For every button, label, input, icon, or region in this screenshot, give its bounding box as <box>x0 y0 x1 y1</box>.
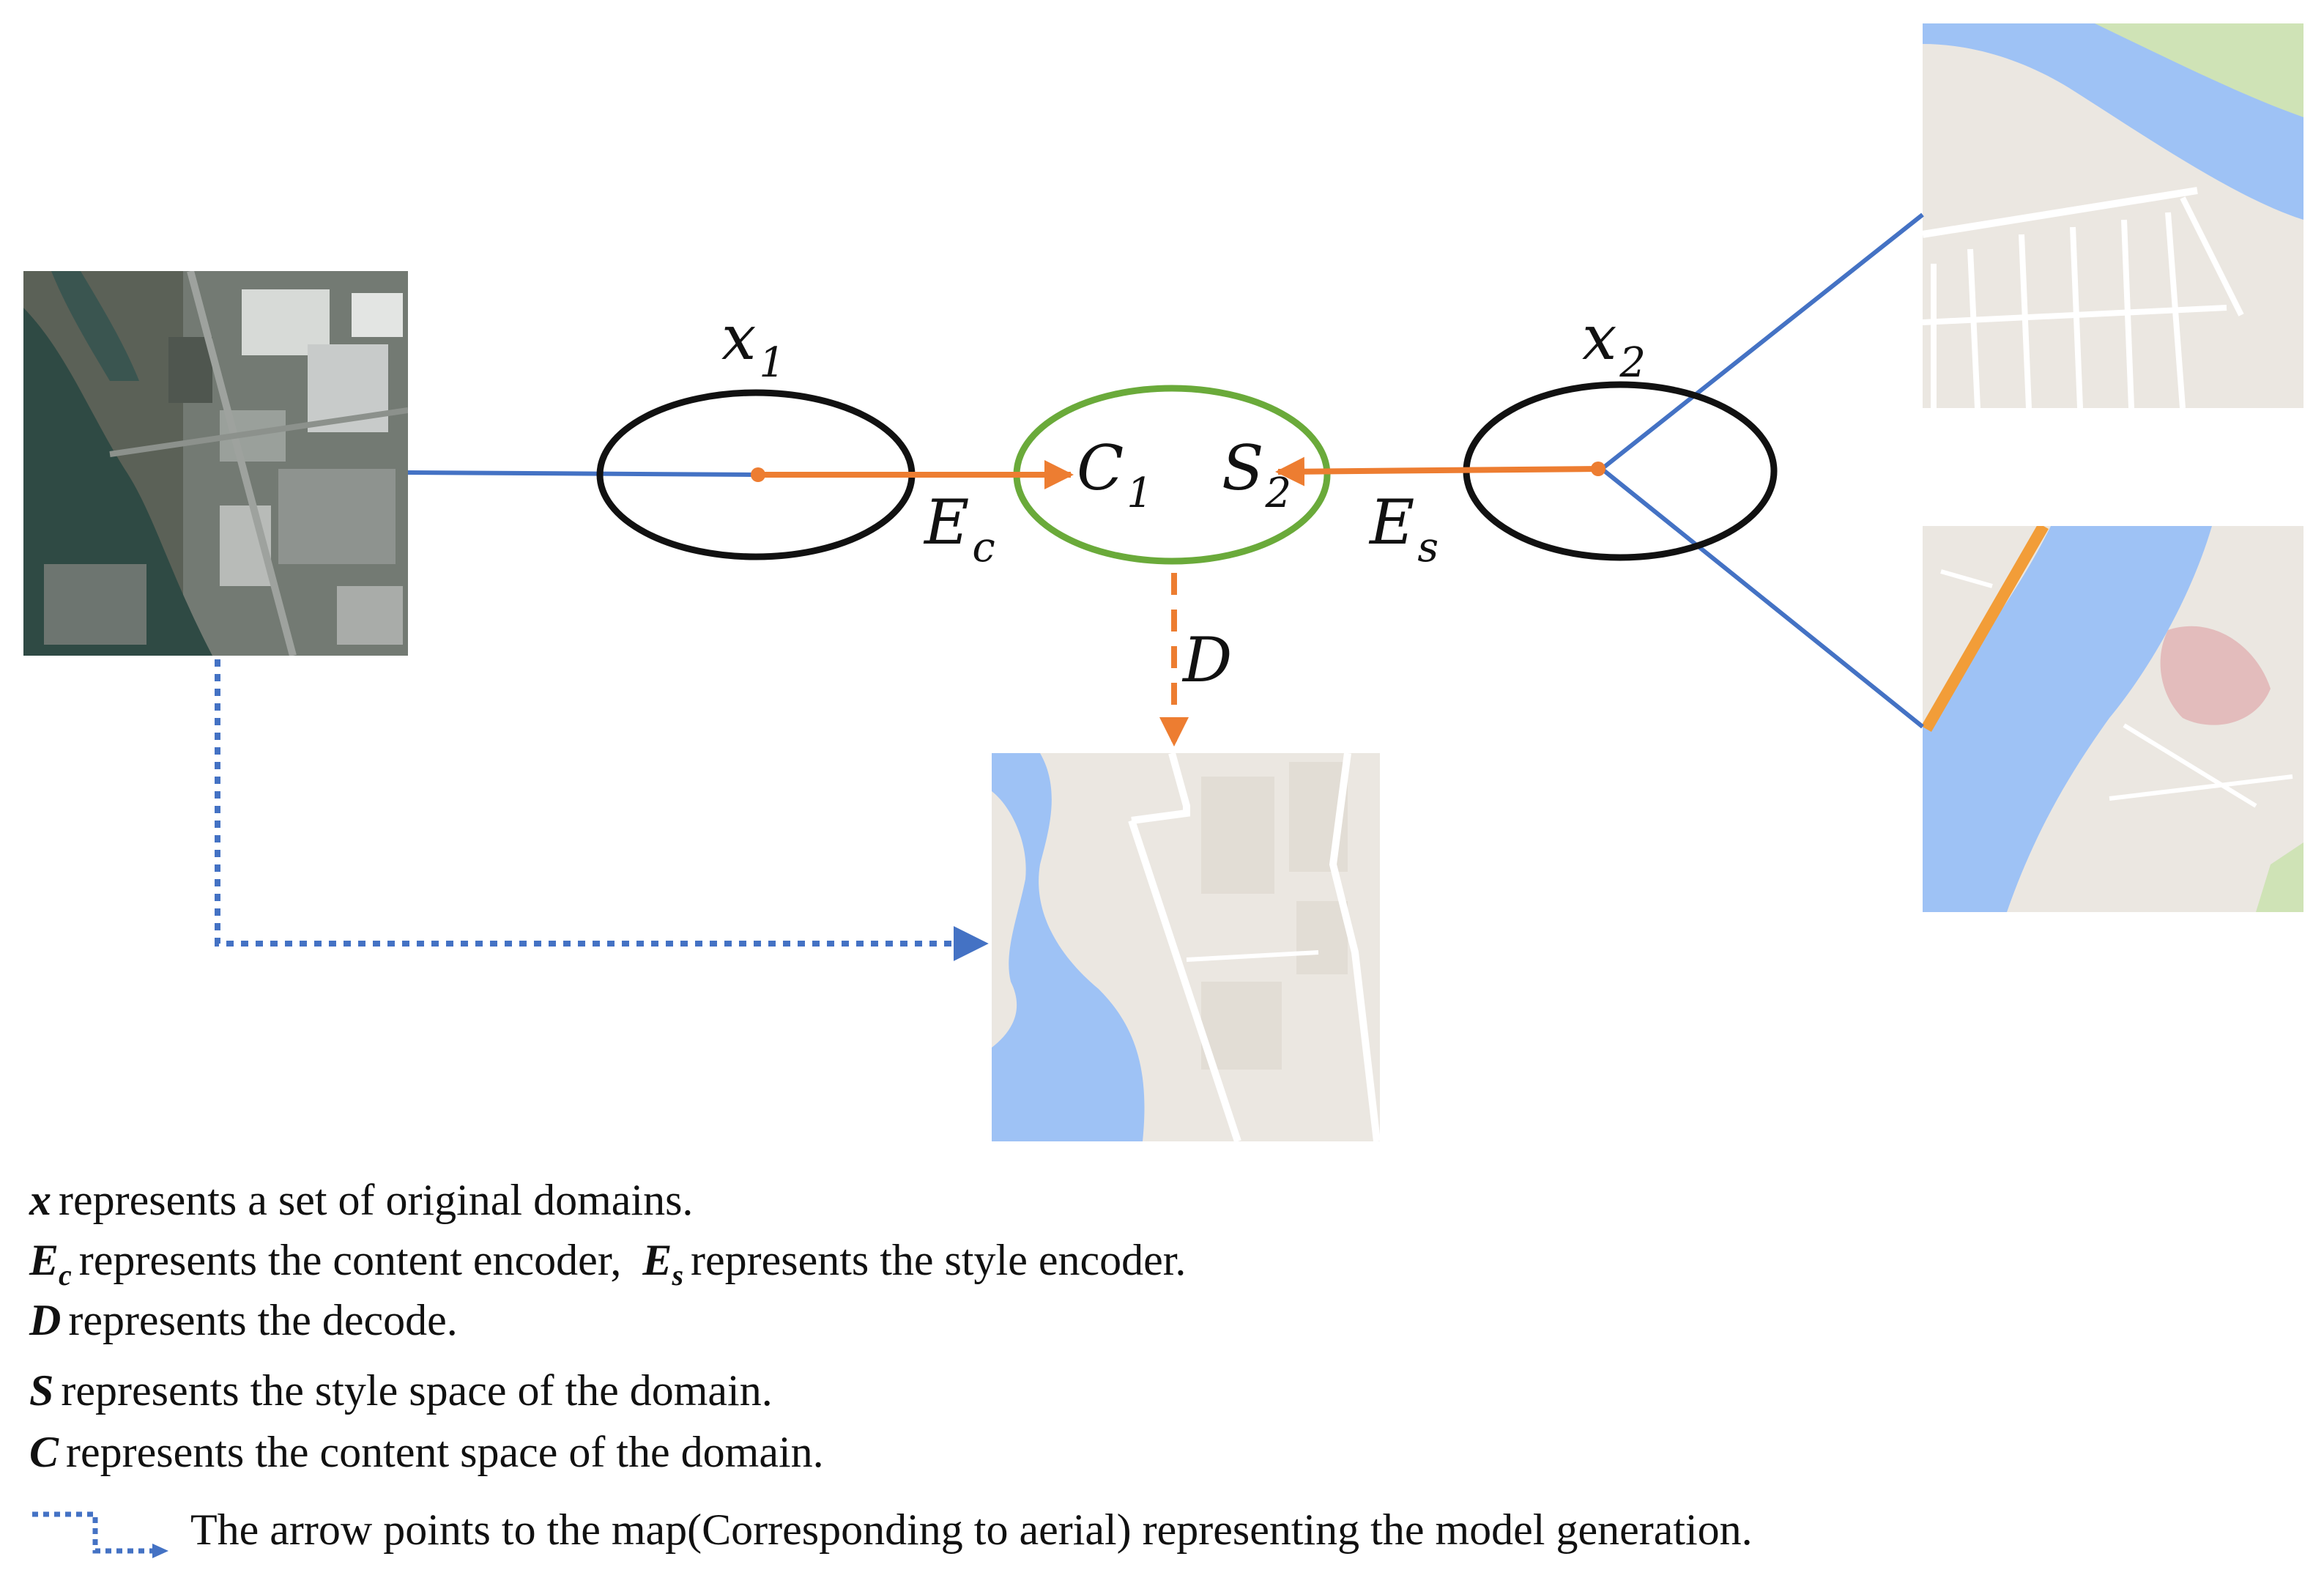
connector-line <box>407 470 755 477</box>
style-encoder-arrow <box>1275 456 1599 486</box>
generated-map <box>992 753 1380 1141</box>
x2-center-dot <box>1591 462 1605 476</box>
es-label: Es <box>1368 486 1438 571</box>
x2-label: x2 <box>1582 302 1646 387</box>
legend-item: The arrow points to the map(Correspondin… <box>29 1508 1753 1560</box>
legend-symbol: D <box>29 1296 62 1344</box>
c1-label: C1 <box>1077 432 1153 517</box>
style-map <box>1923 23 2303 408</box>
aerial-photo <box>23 271 408 656</box>
legend-text: represents the style space of the domain… <box>61 1366 773 1415</box>
legend-symbol: S <box>29 1366 54 1415</box>
legend-text: The arrow points to the map(Correspondin… <box>190 1505 1753 1554</box>
legend-symbol: Es <box>642 1236 684 1292</box>
legend-text: represents a set of original domains. <box>59 1176 694 1224</box>
connector-line <box>1600 212 1924 471</box>
legend-text: represents the content encoder, <box>78 1236 622 1284</box>
d-label: D <box>1181 624 1232 696</box>
connector-line <box>1600 467 1924 729</box>
legend-symbol: Ec <box>29 1236 72 1292</box>
s2-label: S2 <box>1222 432 1291 517</box>
x1-label: x1 <box>721 302 785 387</box>
legend-text: represents the decode. <box>68 1296 458 1344</box>
legend-symbol: x <box>29 1176 51 1224</box>
legend-symbol: C <box>29 1428 59 1476</box>
ec-label: Ec <box>923 486 995 571</box>
style-map <box>1923 526 2303 912</box>
dotted-arrow <box>215 659 989 961</box>
legend-text: represents the style encoder. <box>691 1236 1187 1284</box>
dotted-arrow-icon <box>32 1511 168 1559</box>
legend-text: represents the content space of the doma… <box>66 1428 824 1476</box>
x1-center-dot <box>751 467 765 482</box>
